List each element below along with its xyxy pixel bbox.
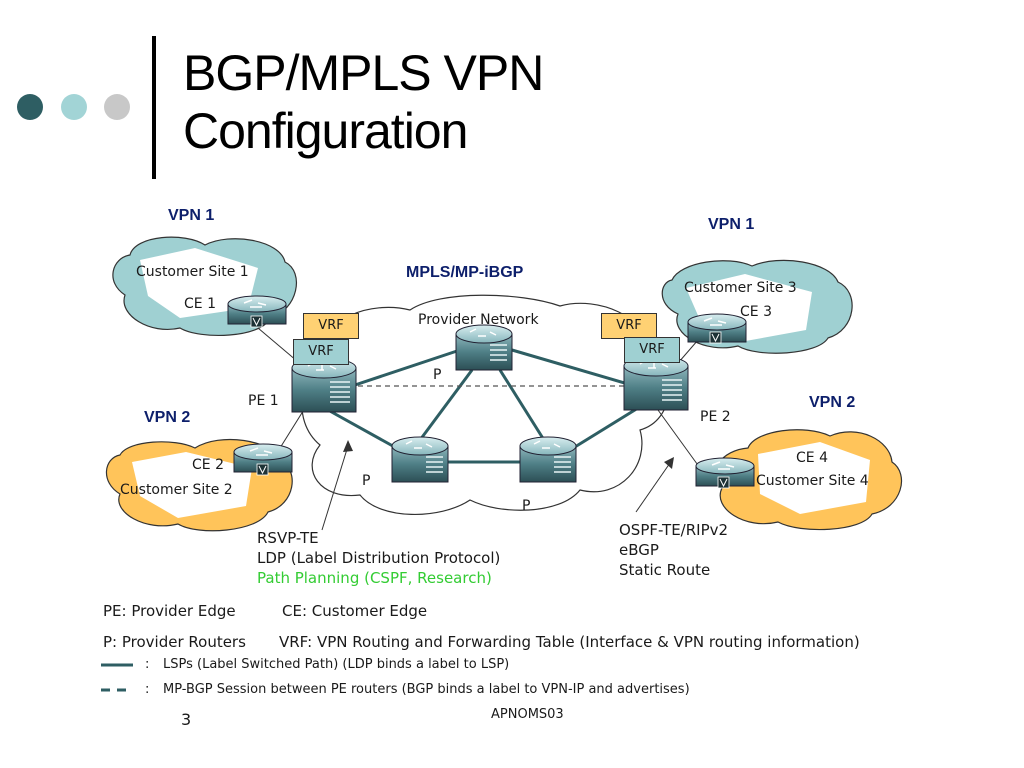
vpn-label-site2: VPN 2 (144, 409, 191, 426)
pe1-label: PE 1 (248, 393, 279, 409)
annotation-arrow-left-head (343, 440, 353, 452)
ce4-router (695, 457, 755, 489)
lsp-pe1-pleft (327, 408, 401, 452)
ce4-label: CE 4 (796, 450, 828, 466)
legend-pe: PE: Provider Edge (103, 602, 236, 620)
p-left-label: P (362, 473, 371, 489)
provider-network-label: Provider Network (418, 312, 539, 328)
header-dot-dark (17, 94, 43, 120)
ce2-router (233, 443, 293, 476)
annotation-left: RSVP-TE LDP (Label Distribution Protocol… (257, 528, 500, 588)
annotation-right-line2: eBGP (619, 541, 659, 559)
lsp-pbottom-pe2 (569, 406, 639, 452)
pe2-label: PE 2 (700, 409, 731, 425)
header-divider (152, 36, 156, 179)
p-router-bottom (519, 436, 577, 483)
customer-site-3-label: Customer Site 3 (684, 280, 797, 296)
legend-mpbgp: MP-BGP Session between PE routers (BGP b… (163, 682, 690, 697)
annotation-arrow-left (321, 445, 349, 531)
annotation-arrow-right-head (664, 457, 674, 469)
vrf-pe1-vpn2: VRF (303, 313, 359, 339)
legend-colon-2: : (145, 682, 150, 697)
customer-site-1-label: Customer Site 1 (136, 264, 249, 280)
lsp-pe1-ptop (351, 348, 461, 388)
vrf-pe2-vpn1: VRF (601, 313, 657, 339)
lsp-ptop-pe2 (511, 348, 629, 386)
ce3-router (687, 313, 747, 344)
vpn-label-site3: VPN 1 (708, 216, 755, 233)
title-line-1: BGP/MPLS VPN (183, 45, 544, 101)
lsp-ptop-pleft (418, 369, 474, 441)
vrf-pe1-vpn1: VRF (293, 339, 349, 365)
ce3-label: CE 3 (740, 304, 772, 320)
annotation-arrow-right (635, 462, 671, 513)
ce1-label: CE 1 (184, 296, 216, 312)
slide-title: BGP/MPLS VPN Configuration (183, 44, 544, 160)
annotation-right-line1: OSPF-TE/RIPv2 (619, 521, 729, 539)
legend-ce: CE: Customer Edge (282, 602, 428, 620)
p-router-left (391, 436, 449, 483)
annotation-right-line3: Static Route (619, 561, 711, 579)
pe2-router (623, 355, 689, 411)
ce2-label: CE 2 (192, 457, 224, 473)
footer-label: APNOMS03 (491, 707, 564, 722)
p-top-label: P (433, 367, 442, 383)
annotation-left-line1: RSVP-TE (257, 529, 319, 547)
legend-lsp: LSPs (Label Switched Path) (LDP binds a … (163, 657, 510, 672)
pe1-router (291, 357, 357, 413)
vpn-label-site1: VPN 1 (168, 207, 215, 224)
vrf-pe2-vpn2: VRF (624, 337, 680, 363)
ce1-router (227, 295, 287, 328)
p-router-top (455, 324, 513, 371)
vpn-label-site4: VPN 2 (809, 394, 856, 411)
link-ce4-pe2 (657, 409, 701, 469)
core-title: MPLS/MP-iBGP (406, 264, 524, 281)
p-bottom-label: P (522, 498, 531, 514)
annotation-right: OSPF-TE/RIPv2 eBGP Static Route (619, 520, 728, 580)
legend-p: P: Provider Routers (103, 633, 246, 651)
lsp-ptop-pbottom (498, 369, 546, 441)
annotation-left-line3: Path Planning (CSPF, Research) (257, 569, 492, 587)
annotation-left-line2: LDP (Label Distribution Protocol) (257, 549, 501, 567)
title-line-2: Configuration (183, 103, 468, 159)
customer-site-2-label: Customer Site 2 (120, 482, 233, 498)
link-ce2-pe1 (279, 407, 306, 449)
header-dot-gray (104, 94, 130, 120)
page-number: 3 (181, 710, 192, 729)
legend-colon-1: : (145, 657, 150, 672)
legend-vrf: VRF: VPN Routing and Forwarding Table (I… (279, 633, 860, 651)
customer-site-4-label: Customer Site 4 (756, 473, 869, 489)
header-dot-light (61, 94, 87, 120)
